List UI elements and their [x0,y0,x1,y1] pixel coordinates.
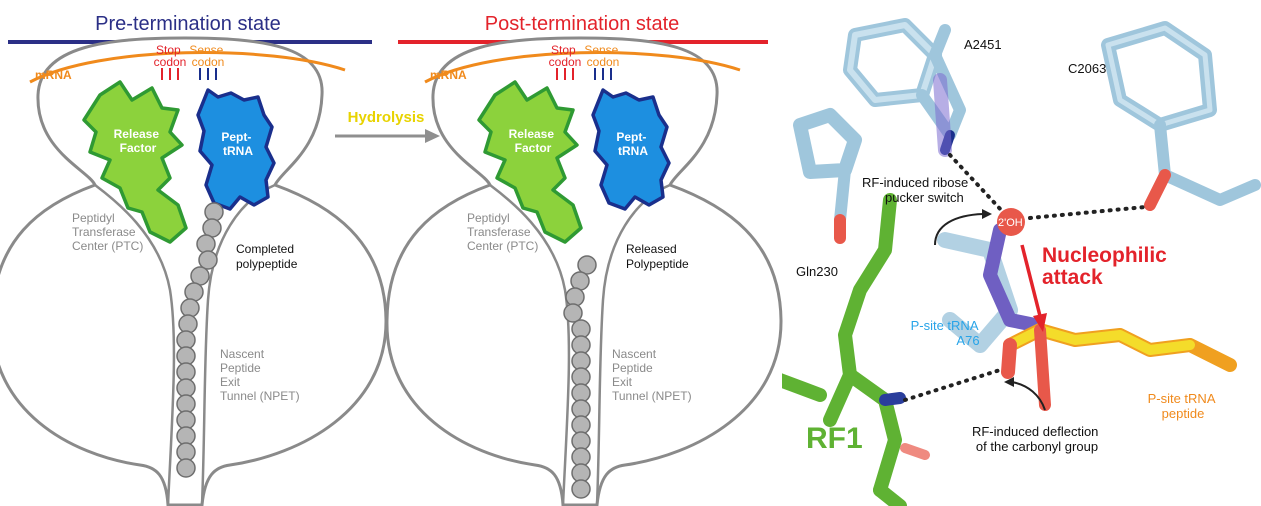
ptc-label: Peptidyl Transferase Center (PTC) [467,211,538,253]
amino-acid-bead [180,298,200,318]
svg-text:Pept- tRNA: Pept- tRNA [616,130,649,158]
polypeptide-chain [563,255,597,499]
rf1-label: RF1 [806,422,863,455]
release-factor: Release Factor [82,80,188,244]
deflection-arrow [1011,381,1046,411]
amino-acid-bead [196,234,216,254]
sense-codon-label: Sense codon [189,43,226,69]
svg-text:Release Factor: Release Factor [114,127,163,155]
peptidyl-trna: Pept- tRNA [591,88,671,211]
polypeptide-chain [176,202,224,478]
svg-text:Release Factor: Release Factor [509,127,558,155]
a76-residue [937,223,1042,353]
hydrogen-bonds [903,153,1147,402]
ribose-ring [793,108,862,244]
amino-acid-bead [198,250,218,270]
pre-termination-title: Pre-termination state [95,13,281,35]
released-polypeptide-label: Released Polypeptide [626,242,689,271]
amino-acid-bead [570,271,590,291]
mrna-strand [424,51,741,84]
amino-acid-bead [577,255,597,275]
post-termination-title: Post-termination state [485,13,680,35]
codon-ticks [161,68,217,80]
structure-panel: A2451 C2063 RF-induced ribose pucker swi… [782,18,1261,506]
npet-label: Nascent Peptide Exit Tunnel (NPET) [612,347,692,403]
hydroxyl-label: 2'OH [998,217,1023,229]
sense-codon-label: Sense codon [584,43,621,69]
ribose-switch-arrow [934,213,984,246]
hydroxyl-oxygen [997,208,1025,236]
a2451-nucleotide [843,18,966,157]
arrow-head-icon [982,209,992,219]
completed-polypeptide-label: Completed polypeptide [236,242,298,271]
svg-text:Pept- tRNA: Pept- tRNA [221,130,254,158]
mrna-strand [29,51,346,84]
a2451-label: A2451 [964,37,1002,52]
amino-acid-bead [571,479,591,499]
codon-ticks [556,68,612,80]
hydrolysis-label: Hydrolysis [348,109,425,126]
amino-acid-bead [204,202,224,222]
amino-acid-bead [565,287,585,307]
ptc-label: Peptidyl Transferase Center (PTC) [72,211,143,253]
ptrna-a76-label: P-site tRNA A76 [911,318,982,348]
amino-acid-bead [176,458,196,478]
nucleophilic-attack-arrow [1020,244,1047,332]
gln230-label: Gln230 [796,264,838,279]
peptide-residue [1001,323,1237,411]
ribose-pucker-note: RF-induced ribose pucker switch [862,175,972,205]
mrna-label: mRNA [430,68,467,82]
nucleophilic-attack-label: Nucleophilic attack [1042,244,1173,289]
ptrna-peptide-label: P-site tRNA peptide [1148,391,1219,421]
mrna-label: mRNA [35,68,72,82]
stop-codon-label: Stop codon [549,43,582,69]
c2063-nucleotide [1101,21,1261,211]
amino-acid-bead [178,314,198,334]
amino-acid-bead [184,282,204,302]
c2063-label: C2063 [1068,61,1106,76]
gln230-residue [782,193,930,506]
arrow-head-icon [425,129,440,143]
hydrolysis-arrow: Hydrolysis [335,109,440,143]
carbonyl-deflection-note: RF-induced deflection of the carbonyl gr… [972,424,1102,454]
npet-label: Nascent Peptide Exit Tunnel (NPET) [220,347,300,403]
post-termination-panel: Post-termination state mRNA Stop codon S… [385,13,783,506]
pre-termination-panel: Pre-termination state mRNA Stop codon Se… [0,13,388,506]
stop-codon-label: Stop codon [154,43,187,69]
arrow-head-icon [1004,377,1014,387]
peptidyl-trna: Pept- tRNA [196,88,276,211]
release-factor: Release Factor [477,80,583,244]
amino-acid-bead [563,303,583,323]
